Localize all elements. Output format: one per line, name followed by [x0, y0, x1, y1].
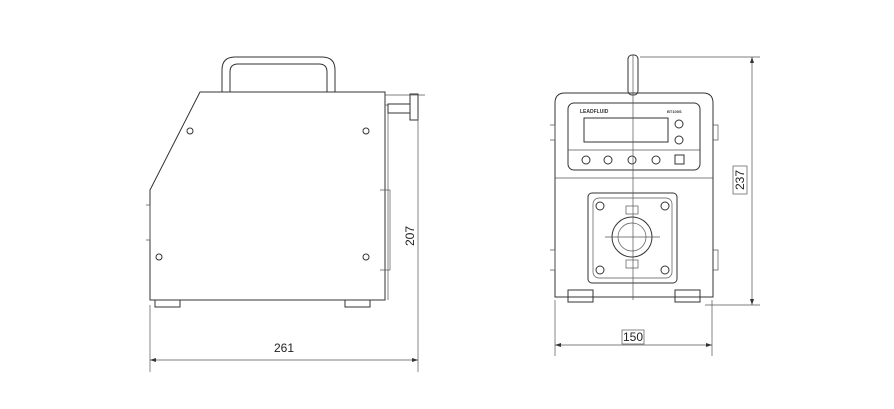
front-width-dimension-label: 150 — [623, 330, 643, 344]
pump-head — [587, 192, 678, 284]
side-view: 261 207 — [146, 56, 425, 372]
control-panel — [567, 102, 701, 171]
height-dimension-label: 207 — [403, 226, 417, 246]
antenna-side — [387, 103, 411, 114]
foot — [344, 299, 371, 308]
front-body — [554, 92, 714, 298]
pump-screws — [595, 201, 670, 275]
foot — [567, 289, 594, 303]
panel-button — [627, 155, 637, 165]
model-logo: BT100S — [667, 109, 682, 114]
front-height-dimension-label: 237 — [733, 170, 747, 190]
down-button — [674, 135, 684, 145]
brand-logo: LEADFLUID — [580, 109, 609, 115]
foot — [154, 299, 181, 308]
display-screen — [583, 117, 669, 143]
panel-button — [603, 155, 613, 165]
panel-button — [581, 155, 591, 165]
stop-button — [674, 154, 685, 165]
foot — [674, 289, 701, 303]
side-body — [149, 91, 386, 301]
handle — [221, 56, 336, 92]
width-dimension-label: 261 — [274, 341, 294, 355]
up-button — [674, 119, 684, 129]
screws — [155, 127, 370, 261]
front-view: LEADFLUID BT100S 150 237 — [550, 54, 760, 356]
fan-icon — [651, 155, 661, 165]
